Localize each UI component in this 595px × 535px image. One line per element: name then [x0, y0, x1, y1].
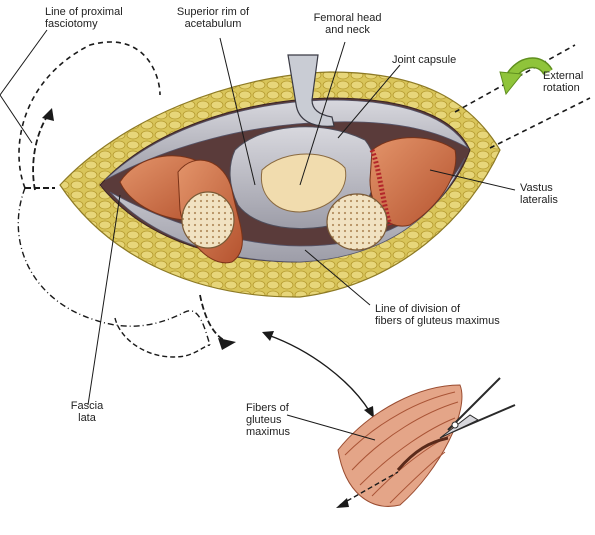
scissors-icon: [439, 377, 516, 439]
leader-fasciotomy: [0, 29, 48, 144]
label-vastus-lateralis: Vastus lateralis: [520, 182, 558, 206]
right-dashed-line-lower: [489, 97, 591, 149]
leader-joint-capsule: [337, 64, 401, 139]
inset-gluteus-fibers: [336, 384, 463, 508]
leader-lines: [0, 29, 516, 441]
right-dashed-line-upper: [454, 44, 576, 113]
leader-femoral-head: [299, 41, 346, 186]
outer-incision-curve: [17, 187, 211, 346]
arrowhead-up: [42, 108, 54, 121]
fascia-upper-edge: [104, 99, 470, 181]
label-line-of-division: Line of division of fibers of gluteus ma…: [375, 303, 500, 327]
label-femoral-head-neck: Femoral head and neck: [313, 12, 382, 36]
femoral-head-neck: [260, 153, 347, 213]
label-fibers-gluteus-maximus: Fibers of gluteus maximus: [246, 402, 291, 438]
inset-link-arrow: [267, 334, 371, 413]
inset-link-arrowhead-top: [262, 331, 274, 341]
inset-link-arrowhead-bottom: [364, 406, 374, 418]
vastus-cut-edge: [369, 149, 393, 226]
bone-section-right: [326, 193, 388, 251]
lower-dashed-curve: [114, 317, 211, 358]
external-rotation-arrow-icon: [499, 57, 553, 96]
leader-line-division: [304, 249, 371, 306]
lower-arrow-curve: [199, 294, 233, 344]
label-joint-capsule: Joint capsule: [392, 54, 457, 66]
leader-fibers-gluteus: [286, 414, 376, 441]
label-fascia-lata: Fascia lata: [70, 400, 104, 424]
retractor: [287, 54, 335, 127]
leader-superior-rim: [219, 37, 256, 186]
arrowhead-lower: [218, 338, 236, 350]
leader-vastus: [429, 169, 516, 191]
leader-fascia-lata: [87, 194, 121, 406]
upward-dashed-arrow: [32, 114, 49, 191]
proximal-fasciotomy-dashed-line: [18, 41, 161, 189]
label-superior-rim: Superior rim of acetabulum: [176, 6, 250, 30]
bone-section-left: [181, 191, 235, 249]
label-external-rotation: External rotation: [543, 70, 584, 94]
label-line-proximal-fasciotomy: Line of proximal fasciotomy: [45, 6, 123, 30]
